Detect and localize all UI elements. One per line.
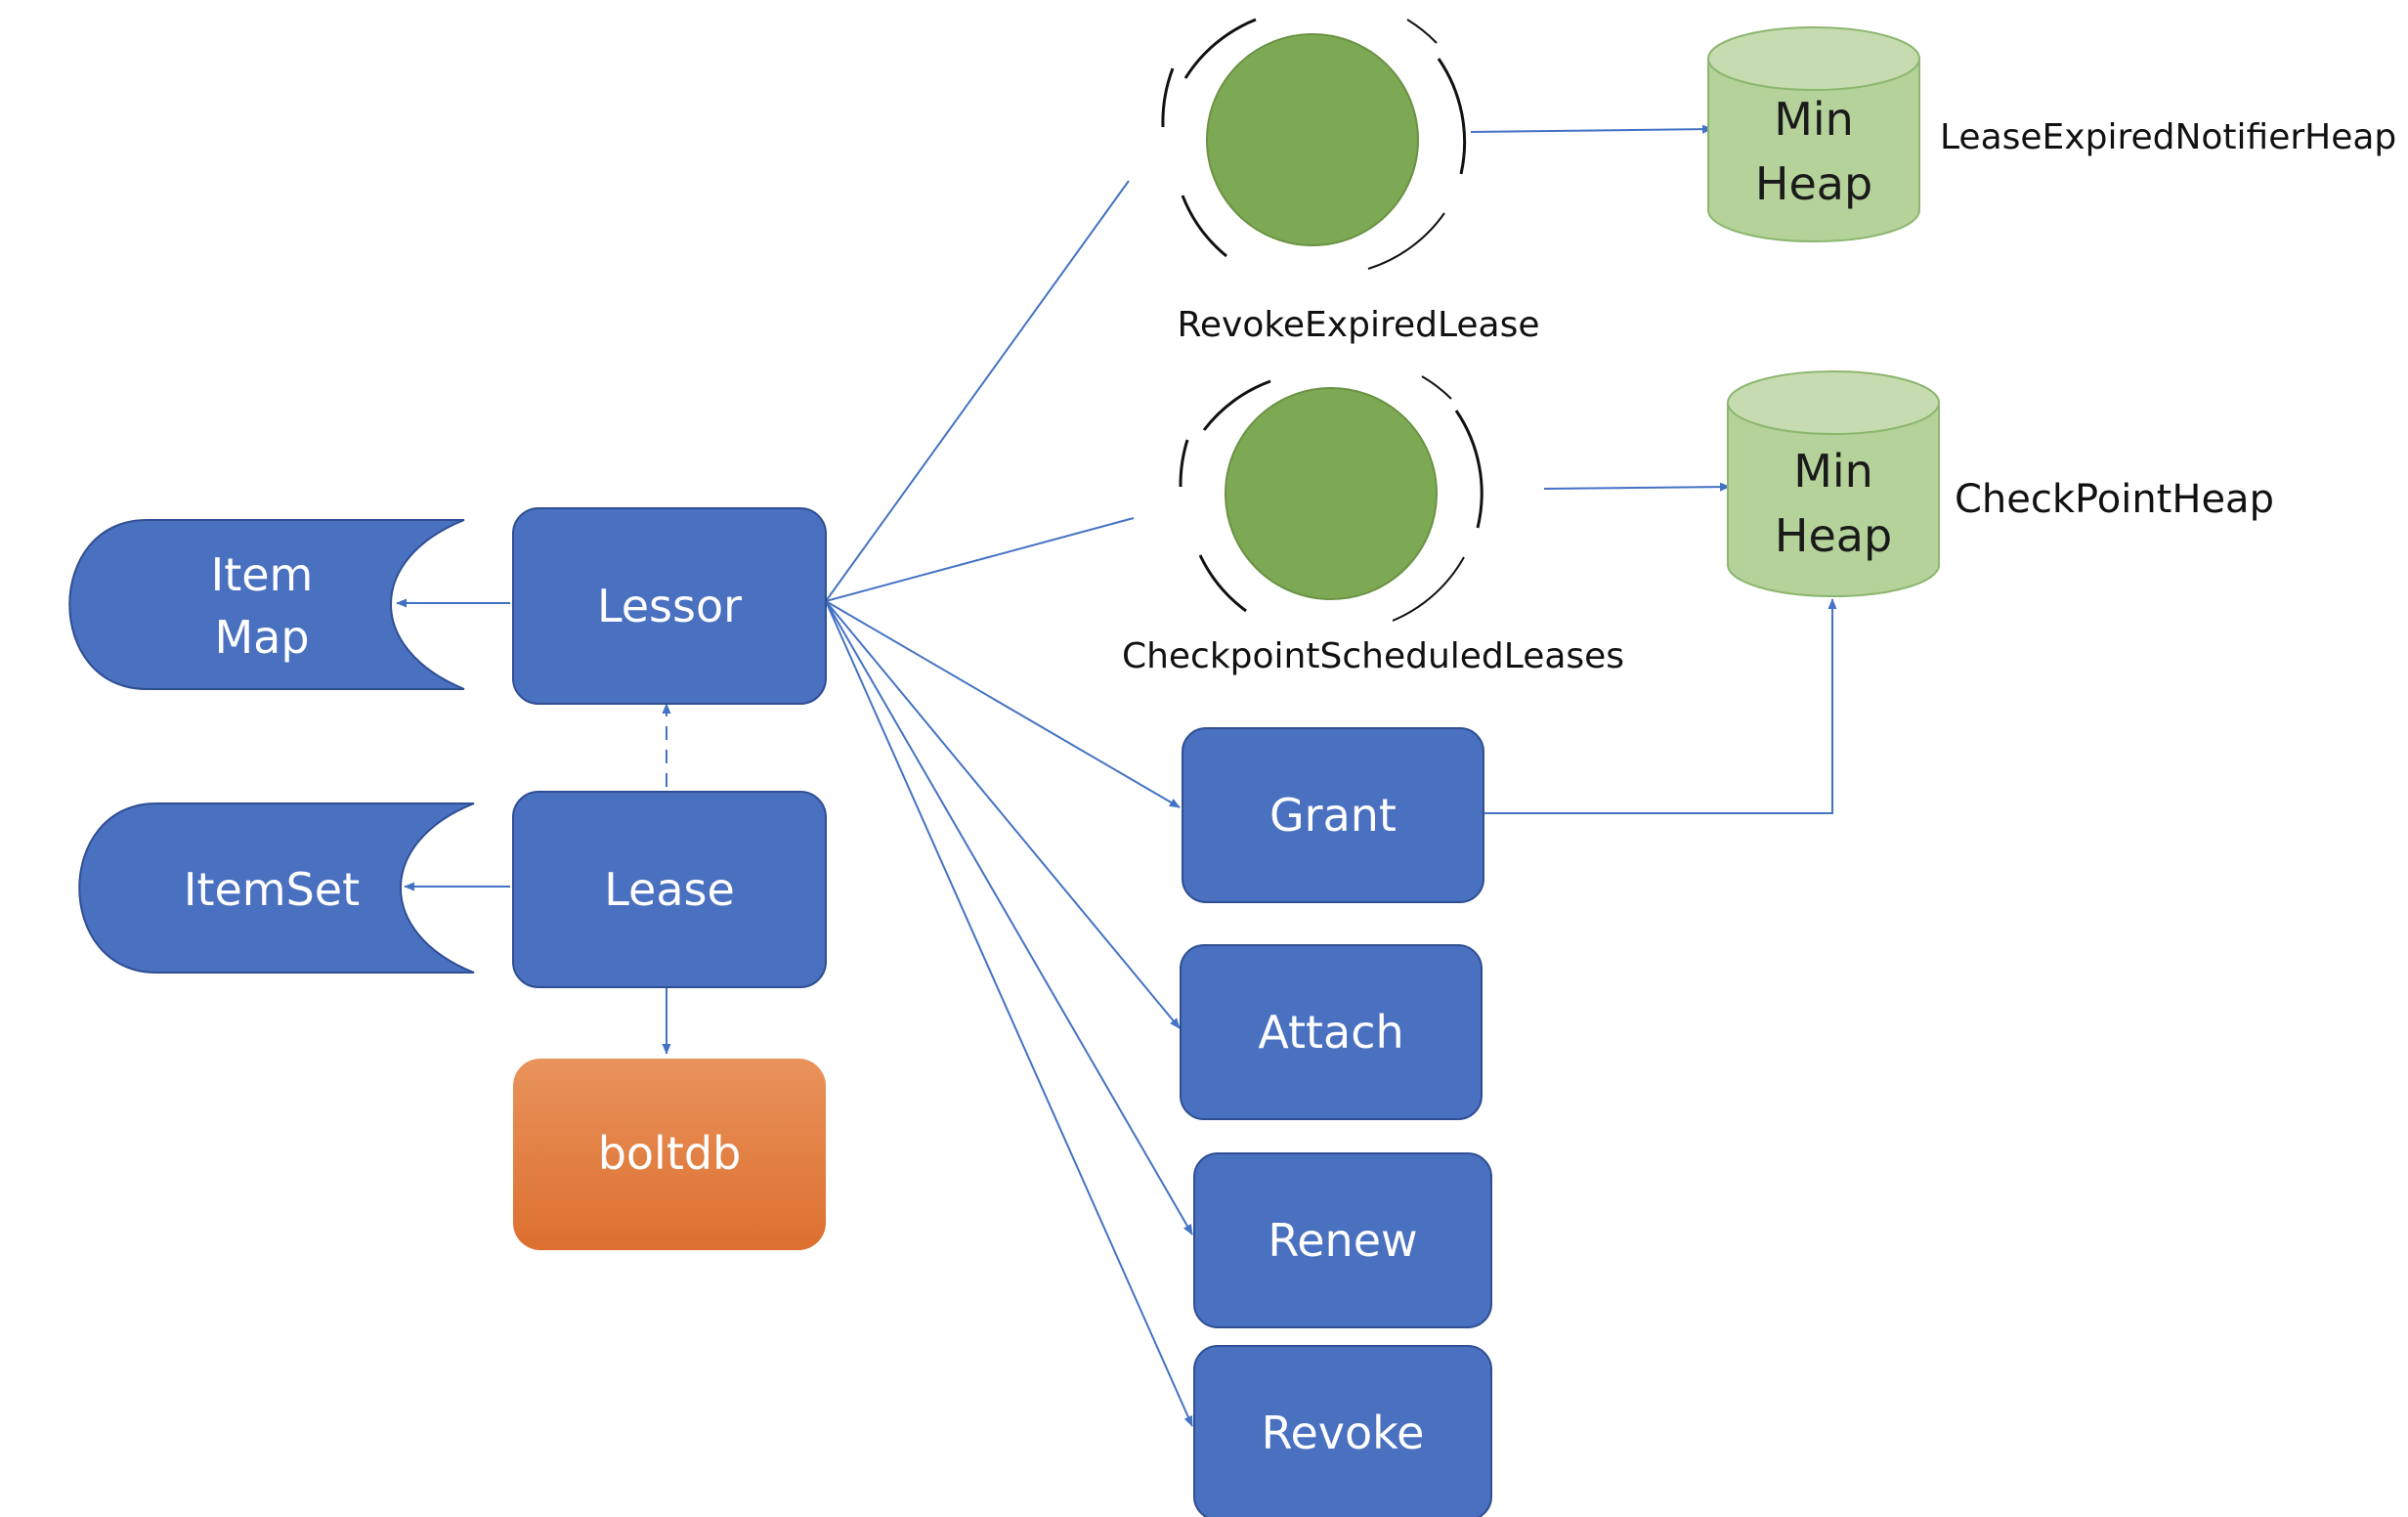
checkpoint-scheduled-leases-circle bbox=[1225, 387, 1438, 600]
checkpoint-scheduled-leases-label: CheckpointScheduledLeases bbox=[1122, 636, 1624, 676]
item-set-label: ItemSet bbox=[184, 863, 360, 916]
checkpoint-rotation-arcs bbox=[1179, 375, 1484, 622]
revoke-expired-lease-node: RevokeExpiredLease bbox=[1161, 18, 1540, 345]
item-set-node: ItemSet bbox=[78, 802, 475, 974]
min-heap-1-node: Min Heap LeaseExpiredNotifierHeap bbox=[1707, 26, 2396, 242]
revoke-label: Revoke bbox=[1262, 1407, 1425, 1459]
renew-label: Renew bbox=[1268, 1214, 1417, 1267]
lessor-node: Lessor bbox=[512, 507, 827, 705]
revoke-node: Revoke bbox=[1193, 1345, 1492, 1517]
edge-lessor-to-checkpoint-scheduled bbox=[825, 517, 1135, 602]
min-heap-1-label-line1: Min bbox=[1774, 93, 1854, 146]
edge-lessor-to-attach bbox=[825, 600, 1181, 1029]
item-map-label-line1: Item bbox=[211, 548, 314, 601]
edge-checkpoint-to-heap bbox=[1543, 482, 1731, 492]
edge-lessor-to-grant bbox=[825, 600, 1181, 808]
revoke-expired-lease-label: RevokeExpiredLease bbox=[1177, 305, 1539, 345]
attach-label: Attach bbox=[1258, 1006, 1403, 1059]
edge-lessor-to-revoke-expired bbox=[825, 180, 1130, 602]
min-heap-1-caption: LeaseExpiredNotifierHeap bbox=[1940, 117, 2396, 157]
renew-box bbox=[1193, 1152, 1492, 1328]
edge-lessor-to-revoke bbox=[825, 600, 1193, 1427]
item-map-shape bbox=[68, 519, 465, 690]
min-heap-2-label-line2: Heap bbox=[1775, 509, 1892, 562]
min-heap-2-top bbox=[1727, 370, 1940, 435]
grant-label: Grant bbox=[1269, 789, 1397, 842]
checkpoint-scheduled-leases-node: CheckpointScheduledLeases bbox=[1122, 375, 1624, 676]
lease-label: Lease bbox=[604, 863, 735, 916]
grant-box bbox=[1182, 727, 1484, 903]
grant-node: Grant bbox=[1182, 727, 1484, 903]
lessor-label: Lessor bbox=[597, 580, 742, 632]
min-heap-2-label-line1: Min bbox=[1793, 445, 1873, 498]
boltdb-label: boltdb bbox=[598, 1127, 742, 1180]
lessor-box bbox=[512, 507, 827, 705]
attach-node: Attach bbox=[1180, 944, 1483, 1120]
renew-node: Renew bbox=[1193, 1152, 1492, 1328]
edges bbox=[396, 124, 1837, 1427]
min-heap-2-node: Min Heap CheckPointHeap bbox=[1727, 370, 2274, 597]
revoke-expired-rotation-arcs bbox=[1161, 18, 1467, 270]
min-heap-1-label-line2: Heap bbox=[1755, 157, 1872, 210]
edge-grant-to-checkpoint-heap bbox=[1481, 598, 1837, 814]
item-map-label-line2: Map bbox=[214, 611, 309, 664]
lease-box bbox=[512, 791, 827, 988]
lease-node: Lease bbox=[512, 791, 827, 988]
min-heap-2-body bbox=[1727, 402, 1940, 597]
min-heap-1-top bbox=[1707, 26, 1920, 91]
item-map-node: Item Map bbox=[68, 519, 465, 690]
boltdb-node: boltdb bbox=[513, 1059, 826, 1250]
item-set-shape bbox=[78, 802, 475, 974]
edge-revoke-expired-to-heap bbox=[1470, 124, 1713, 134]
boltdb-box bbox=[513, 1059, 826, 1250]
revoke-expired-lease-circle bbox=[1206, 33, 1419, 246]
min-heap-1-body bbox=[1707, 58, 1920, 242]
min-heap-2-caption: CheckPointHeap bbox=[1955, 477, 2274, 522]
edge-lessor-to-renew bbox=[825, 600, 1193, 1235]
revoke-box bbox=[1193, 1345, 1492, 1517]
attach-box bbox=[1180, 944, 1483, 1120]
